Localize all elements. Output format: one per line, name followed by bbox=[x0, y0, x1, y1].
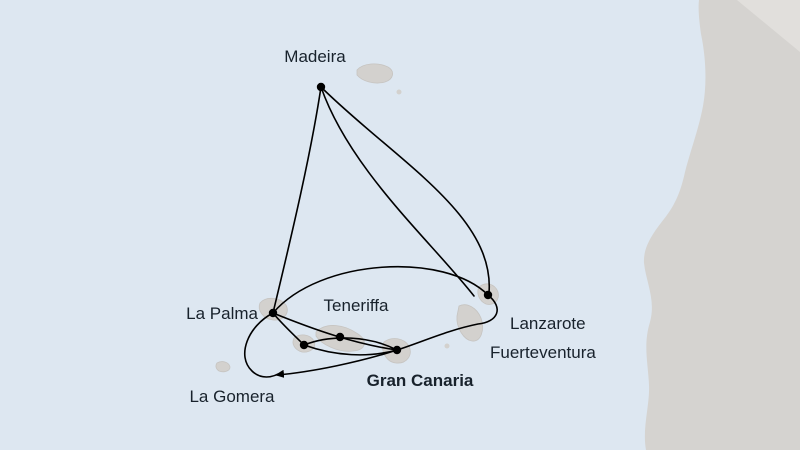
route-line bbox=[320, 86, 490, 294]
port-label: Fuerteventura bbox=[490, 343, 596, 362]
route-line bbox=[272, 86, 322, 314]
port-dot-layer bbox=[268, 82, 493, 355]
route-line bbox=[243, 312, 284, 378]
port-dot bbox=[299, 340, 309, 350]
port-label: Gran Canaria bbox=[367, 371, 474, 390]
port-dot bbox=[483, 290, 493, 300]
port-dot bbox=[316, 82, 326, 92]
port-dot bbox=[392, 345, 402, 355]
route-line bbox=[396, 294, 498, 351]
landmass bbox=[643, 0, 800, 450]
port-label-layer: Madeira La Palma TeneriffaLanzaroteFuertev… bbox=[186, 47, 596, 406]
fuerteventura-island bbox=[456, 304, 483, 342]
port-label: Teneriffa bbox=[324, 296, 389, 315]
route-line bbox=[275, 349, 398, 378]
el-hierro-island bbox=[215, 361, 231, 373]
islet bbox=[396, 89, 402, 95]
port-dot bbox=[268, 308, 278, 318]
route-line bbox=[320, 86, 475, 297]
port-dot bbox=[335, 332, 345, 342]
madeira-island bbox=[356, 63, 393, 84]
route-line bbox=[272, 312, 398, 351]
port-label: La Gomera bbox=[189, 387, 275, 406]
port-label: La Palma bbox=[186, 304, 258, 323]
islet bbox=[444, 343, 450, 349]
route-layer bbox=[243, 86, 498, 378]
land-layer bbox=[643, 0, 800, 450]
landmass bbox=[737, 0, 800, 52]
route-line bbox=[272, 266, 489, 314]
route-line bbox=[303, 337, 398, 351]
port-label: Lanzarote bbox=[510, 314, 586, 333]
port-label: Madeira bbox=[284, 47, 346, 66]
